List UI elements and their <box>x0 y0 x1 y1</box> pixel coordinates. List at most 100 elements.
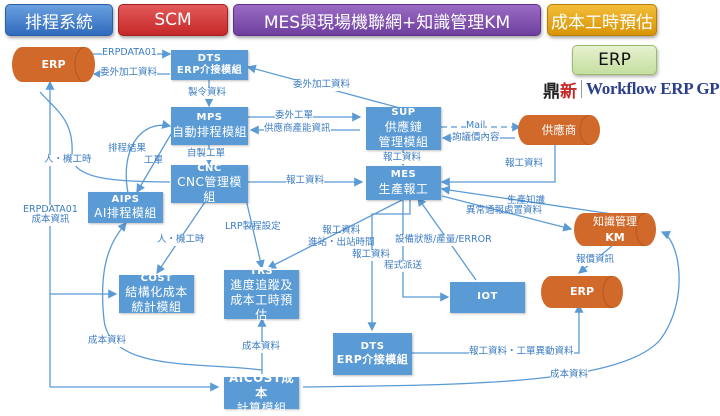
label-mail: Mail <box>466 120 486 132</box>
trs-subtitle-2: 成本工時預 <box>230 293 293 308</box>
label-report-data-trs: 報工資料 進站・出站時間 <box>308 225 375 249</box>
aicost-module[interactable]: AICOST成本 計算模組 <box>224 371 299 415</box>
trs-subtitle-3: 估 <box>255 308 268 323</box>
logo-divider <box>581 80 582 98</box>
sup-title: SUP <box>391 107 416 119</box>
aips-title: AIPS <box>111 193 140 205</box>
cnc-module[interactable]: CNC CNC管理模組 <box>171 162 248 205</box>
erp-top-cylinder[interactable]: ERP <box>12 47 95 82</box>
aicost-subtitle: 計算模組 <box>236 400 287 415</box>
iot-title: IOT <box>477 291 498 303</box>
label-program-dispatch: 程式派送 <box>384 260 423 272</box>
edge-mes-km <box>441 195 573 232</box>
aips-subtitle: AI排程模組 <box>94 206 157 221</box>
cylinder-shape <box>574 213 656 246</box>
label-erpdata01-cost: ERPDATA01 成本資訊 <box>23 204 78 226</box>
edge-aips-mps <box>125 120 172 194</box>
label-report-data-sup-mes: 報工資料 <box>383 152 422 164</box>
label-erpdata01-top: ERPDATA01 <box>102 47 157 59</box>
logo-text: Workflow ERP GP <box>586 79 720 98</box>
label-man-machine-hours-cnc: 人・機工時 <box>157 234 205 246</box>
edge-mes-iot <box>402 200 450 302</box>
erp-top-label: ERP <box>41 57 66 71</box>
tab-mes-km[interactable]: MES與現場機聯網+知識管理KM <box>233 4 541 36</box>
sup-module[interactable]: SUP 供應鏈 管理模組 <box>366 107 441 150</box>
cnc-title: CNC <box>197 162 222 174</box>
label-self-order: 自製工單 <box>187 148 226 160</box>
label-inquiry-content: 詢議價內容 <box>452 132 500 144</box>
mes-title: MES <box>390 169 417 181</box>
cost-title: COST <box>140 272 173 284</box>
mes-module[interactable]: MES 生產報工 <box>366 166 441 200</box>
cnc-subtitle: CNC管理模組 <box>177 175 242 205</box>
mes-subtitle: 生產報工 <box>378 181 429 196</box>
tab-cost-hours-estimate[interactable]: 成本工時預估 <box>547 4 657 36</box>
label-production-knowledge: 生產知識 <box>507 195 546 206</box>
logo-cn-2: 新 <box>560 81 577 101</box>
cylinder-shape <box>541 276 623 308</box>
edge-supplier-mes <box>440 142 556 187</box>
label-schedule-result: 排程結果 <box>108 143 147 154</box>
cylinder-shape <box>518 115 600 145</box>
dts-top-module[interactable]: DTS ERP介接模組 <box>171 50 248 80</box>
dts-bottom-subtitle: ERP介接模組 <box>336 353 409 367</box>
mps-subtitle: 自動排程模組 <box>171 124 247 139</box>
label-report-data-cnc-mes: 報工資料 <box>286 175 325 187</box>
trs-module[interactable]: TRS 進度追蹤及 成本工時預 估 <box>224 266 299 322</box>
edge-mes-trs <box>266 199 403 269</box>
mps-module[interactable]: MPS 自動排程模組 <box>171 107 248 145</box>
label-report-order-change: 報工資料・工單異動資料 <box>469 346 574 358</box>
km-cylinder[interactable]: 知識管理 KM <box>574 213 656 246</box>
logo-cn-1: 鼎 <box>543 81 560 101</box>
label-man-machine-hours-left: 人・機工時 <box>44 154 92 166</box>
label-erpdata01-cost-line2: 成本資訊 <box>31 214 70 226</box>
supplier-label: 供應商 <box>541 122 577 137</box>
label-cost-data-aips: 成本資料 <box>88 335 127 347</box>
tab-scheduling-system[interactable]: 排程系統 <box>5 4 113 36</box>
label-mfg-order-data: 製令資料 <box>188 87 227 99</box>
sup-subtitle-1: 供應鏈 <box>384 119 423 134</box>
label-outsource-data-diag: 委外加工資料 <box>293 79 351 91</box>
edge-aicost-aips <box>101 221 263 371</box>
label-erpdata01-cost-line1: ERPDATA01 <box>23 204 78 215</box>
label-outsource-data-left: 委外加工資料 <box>100 67 158 79</box>
cost-subtitle-2: 統計模組 <box>131 300 182 315</box>
mps-title: MPS <box>196 112 223 124</box>
erp-right-label: ERP <box>569 285 595 299</box>
label-lrp-setting: LRP製程設定 <box>225 221 281 232</box>
tab-scm[interactable]: SCM <box>118 4 228 36</box>
dts-top-subtitle: ERP介接模組 <box>176 65 243 76</box>
trs-subtitle-1: 進度追蹤及 <box>230 278 293 293</box>
dts-top-title: DTS <box>197 52 222 64</box>
workflow-erp-gp-logo: 鼎 新 Workflow ERP GP <box>543 78 720 101</box>
trs-title: TRS <box>249 265 274 277</box>
edge-aicost-km <box>302 231 680 388</box>
label-anomaly-data: 異常通報處置資料 <box>466 205 543 216</box>
label-report-data-supplier: 報工資料 <box>505 158 544 170</box>
cylinder-shape <box>12 47 95 82</box>
cost-subtitle-1: 結構化成本 <box>125 285 188 300</box>
km-label-1: 知識管理 <box>593 215 637 229</box>
label-cost-data-km: 成本資料 <box>550 369 589 381</box>
erp-right-cylinder[interactable]: ERP <box>541 276 623 308</box>
label-supplier-capacity: 供應商產能資訊 <box>264 123 331 135</box>
supplier-cylinder[interactable]: 供應商 <box>518 115 600 145</box>
label-work-order: 工單 <box>144 155 164 166</box>
aicost-title: AICOST成本 <box>228 370 295 400</box>
edge-dts-erp-right <box>412 303 584 354</box>
edge-mps-aips <box>136 133 172 194</box>
dts-bottom-module[interactable]: DTS ERP介接模組 <box>333 333 412 375</box>
label-cost-data-trs: 成本資料 <box>242 341 281 353</box>
label-report-data-trs-line2: 進站・出站時間 <box>308 236 375 248</box>
edge-mes-dts <box>367 200 411 332</box>
aips-module[interactable]: AIPS AI排程模組 <box>88 192 163 223</box>
label-report-data-dts: 報工資料 <box>352 249 391 261</box>
label-equipment-status: 設備狀態/產量/ERROR <box>395 234 492 246</box>
dts-bottom-title: DTS <box>360 340 385 352</box>
sup-subtitle-2: 管理模組 <box>378 134 429 149</box>
cost-module[interactable]: COST 結構化成本 統計模組 <box>119 272 194 315</box>
iot-module[interactable]: IOT <box>450 282 525 313</box>
label-outsource-order: 委外工單 <box>275 110 314 122</box>
label-report-data-trs-line1: 報工資料 <box>322 225 361 236</box>
label-quote-info: 報價資訊 <box>576 254 615 266</box>
